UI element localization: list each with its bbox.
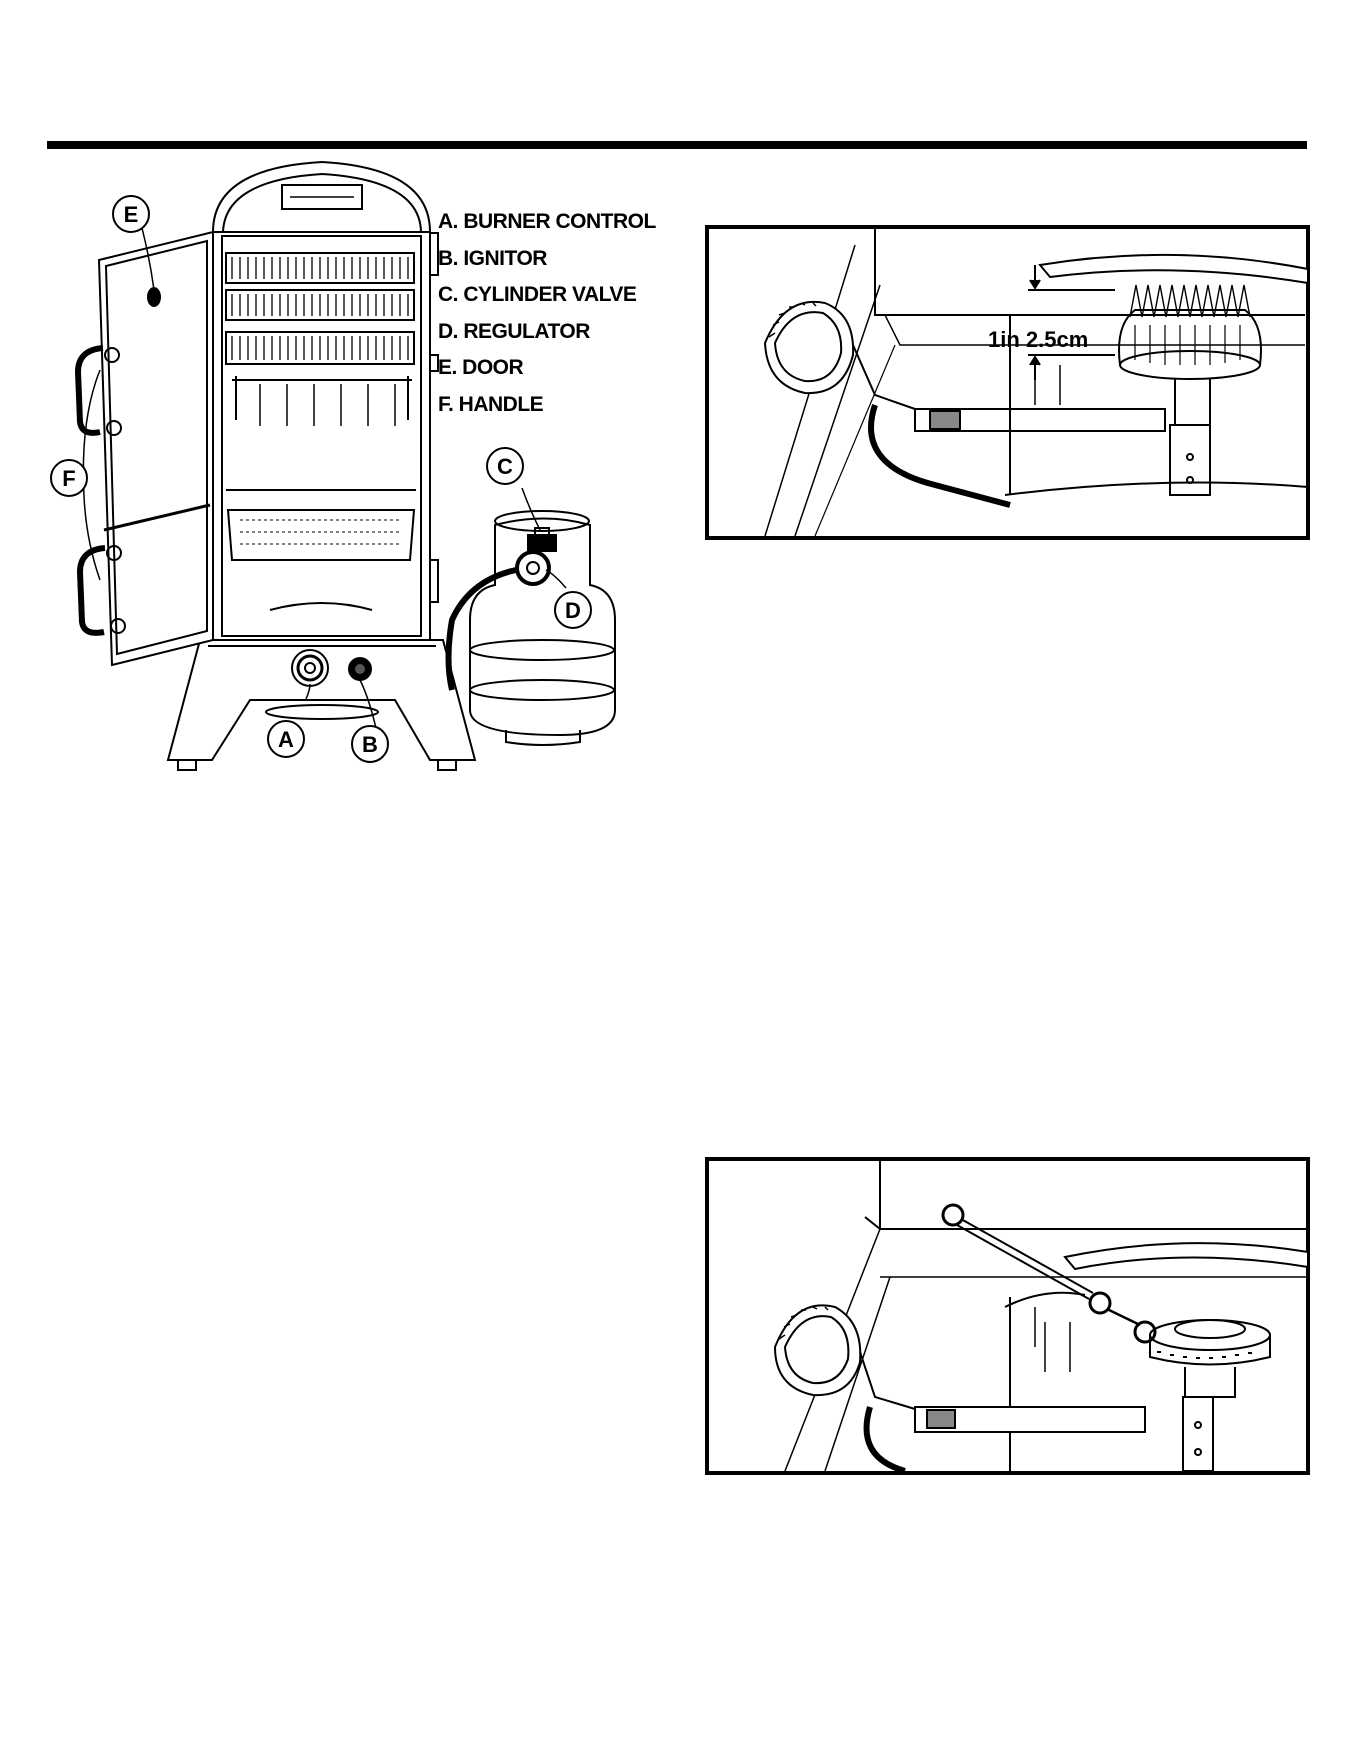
legend-item-ignitor: B. IGNITOR: [438, 241, 656, 278]
callout-c: C: [487, 448, 523, 484]
svg-text:F: F: [62, 466, 75, 491]
callout-d: D: [555, 592, 591, 628]
cooking-rack-3: [226, 332, 414, 364]
lighting-rod-detail: [705, 1157, 1310, 1475]
legend-item-cylinder-valve: C. CYLINDER VALVE: [438, 277, 656, 314]
ignitor-button: [349, 658, 371, 680]
door: [99, 232, 213, 665]
burner-gap-detail: 1in 2.5cm: [705, 225, 1310, 540]
legend-item-door: E. DOOR: [438, 350, 656, 387]
cooking-rack-1: [226, 253, 414, 283]
svg-text:C: C: [497, 454, 513, 479]
legend-item-handle: F. HANDLE: [438, 387, 656, 424]
parts-legend: A. BURNER CONTROL B. IGNITOR C. CYLINDER…: [438, 204, 656, 423]
top-rule: [47, 141, 1307, 149]
legend-item-regulator: D. REGULATOR: [438, 314, 656, 351]
callout-a: A: [268, 721, 304, 757]
callout-f: F: [51, 460, 87, 496]
cooking-rack-2: [226, 290, 414, 320]
venturi-tube: [915, 1407, 1145, 1432]
legend-item-burner-control: A. BURNER CONTROL: [438, 204, 656, 241]
svg-text:A: A: [278, 727, 294, 752]
venturi-tube: [915, 409, 1165, 431]
gap-measurement-label: 1in 2.5cm: [988, 327, 1088, 352]
callout-e: E: [113, 196, 149, 232]
svg-text:E: E: [124, 202, 139, 227]
callout-b: B: [352, 726, 388, 762]
svg-text:B: B: [362, 732, 378, 757]
water-pan: [226, 490, 416, 560]
hanging-rack: [232, 376, 412, 426]
svg-text:D: D: [565, 598, 581, 623]
